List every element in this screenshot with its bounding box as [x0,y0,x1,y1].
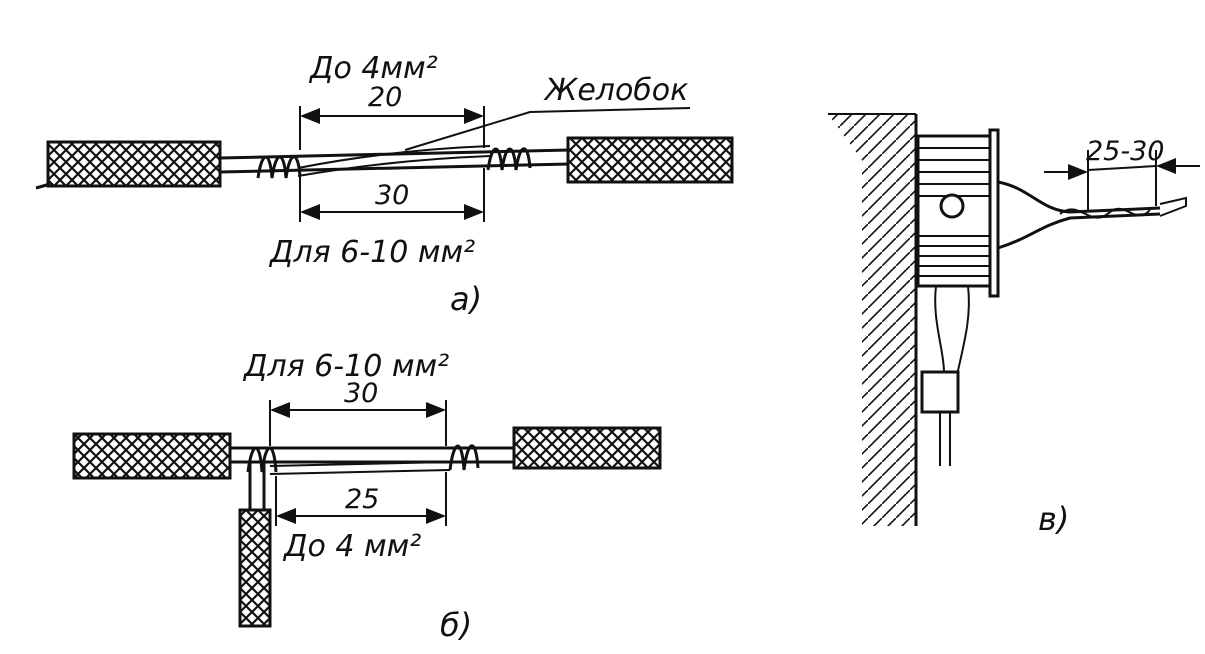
groove-leader [404,107,691,151]
label-a-dim-20: 20 [368,82,402,113]
twist-coil-left [256,155,302,179]
wires-down [934,285,970,381]
label-a-bottom: Для 6-10 мм² [268,235,475,270]
insulated-cable-branch-b [238,508,272,628]
insulated-cable-right-b [512,426,662,470]
caption-c: в) [1038,500,1069,538]
label-b-bottom: До 4 мм² [282,529,421,564]
diagram-b: Для 6-10 мм² 30 25 До 4 мм² б) [72,349,662,644]
wall-section [828,113,918,526]
junction-box [916,128,1000,298]
diagram-a: До 4мм² 20 Желобок 30 Для 6-10 мм² а) [35,51,734,318]
label-a-dim-30: 30 [375,180,409,211]
dimension-b-30 [269,400,447,446]
label-groove: Желобок [543,73,688,108]
label-b-dim-25: 25 [345,484,379,515]
insulated-cable-right [566,136,734,184]
twist-coil-right [486,147,532,171]
wall-bracket [920,370,960,466]
dimension-b-25 [275,472,447,526]
label-a-top: До 4мм² [308,51,438,86]
insulated-cable-left-b [72,432,232,480]
diagram-c: 25-30 в) [828,113,1200,538]
twist-coil-left-b [246,446,278,473]
dimension-30 [299,168,485,222]
label-c-dim: 25-30 [1086,136,1164,167]
dimension-c [1044,150,1200,210]
caption-b: б) [440,606,472,644]
label-b-top: Для 6-10 мм² [242,349,449,384]
label-b-dim-30: 30 [344,378,378,409]
caption-a: а) [450,280,482,318]
wire-pair-exit [997,180,1187,250]
twist-coil-right-b [448,444,480,471]
insulated-cable-left [35,140,222,190]
